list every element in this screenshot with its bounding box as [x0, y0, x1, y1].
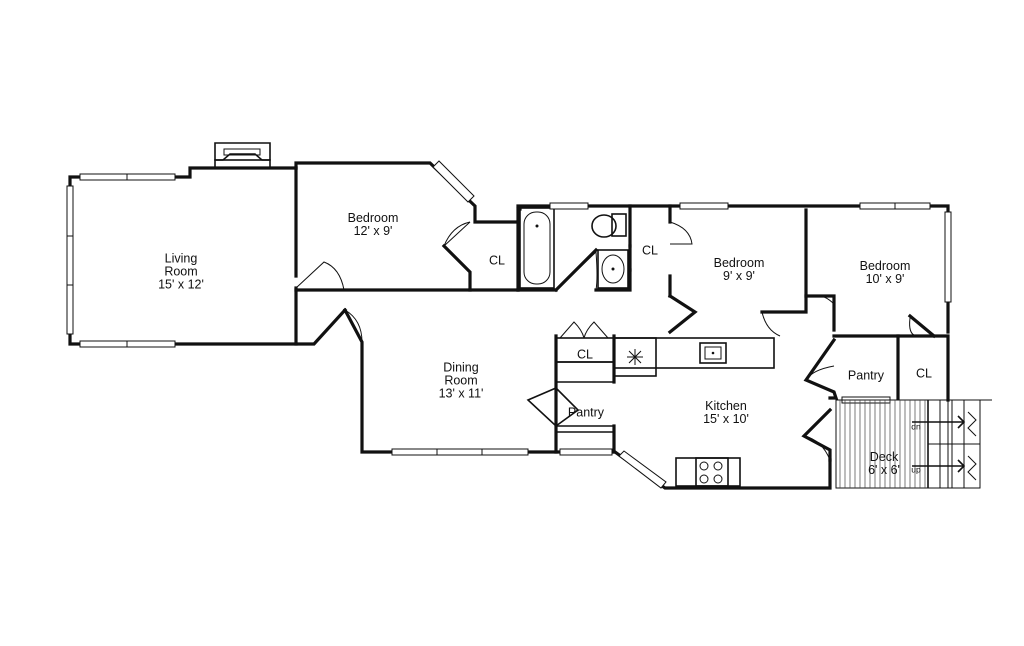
living-room-walls [68, 166, 348, 346]
closet-label-3: CL [577, 347, 593, 362]
bedroom-3-door-icon [807, 294, 835, 305]
bathroom-door-icon [555, 250, 598, 291]
room-size: 15' x 10' [703, 412, 749, 426]
bedroom-3-closet-door-icon [909, 317, 917, 337]
kitchen-pantry-cabinets [526, 321, 615, 433]
bedroom-1-door-icon [295, 261, 345, 291]
stairs-up-label: up [911, 464, 921, 475]
closet-label-4: CL [916, 366, 932, 381]
toilet-icon [591, 213, 627, 238]
room-label-bedroom-2: Bedroom 9' x 9' [714, 257, 765, 283]
closet-door-icon [443, 221, 471, 247]
room-label-deck: Deck 6' x 6' [868, 451, 900, 477]
bedroom-1-window [432, 160, 475, 203]
bedroom-3-windows [859, 202, 952, 303]
room-name: Bedroom [713, 256, 765, 270]
room-label-living-room: Living Room 15' x 12' [158, 251, 204, 292]
stairs-icon [912, 399, 992, 489]
room-size: 15' x 12' [158, 277, 204, 292]
room-label-bedroom-1: Bedroom 12' x 9' [348, 212, 399, 238]
bathroom-window [549, 202, 589, 210]
room-size: 6' x 6' [868, 463, 900, 477]
bedroom-2-closet-door-icon [669, 221, 693, 245]
room-size: 13' x 11' [438, 386, 484, 401]
bedroom-1-walls [294, 161, 522, 292]
room-name: Deck [869, 450, 899, 464]
snowflake-icon [627, 349, 643, 365]
sink-icon [597, 249, 629, 289]
stairs-down-label: dn [911, 421, 921, 432]
room-label-kitchen: Kitchen 15' x 10' [703, 400, 749, 426]
room-name: Kitchen [705, 399, 747, 413]
room-name: Bedroom [347, 211, 399, 225]
dining-room-windows [391, 448, 667, 489]
bedroom-2-door-icon [761, 311, 781, 337]
bedroom-3-walls [804, 294, 950, 402]
dining-room-door-icon [344, 309, 363, 343]
room-name: Dining Room [443, 360, 479, 388]
room-name: Bedroom [859, 259, 911, 273]
stove-icon [675, 457, 741, 487]
room-name: Living Room [164, 251, 198, 279]
closet-label-1: CL [489, 253, 505, 268]
room-size: 12' x 9' [353, 224, 393, 238]
deck-door-icon [803, 435, 831, 461]
dining-room-walls [342, 307, 832, 490]
bedroom-2-window [679, 202, 729, 210]
living-room-windows [66, 173, 176, 348]
pantry-label-2: Pantry [847, 368, 885, 383]
fireplace-icon [214, 142, 271, 169]
room-label-bedroom-3: Bedroom 10' x 9' [860, 260, 911, 286]
room-size: 10' x 9' [865, 272, 905, 286]
pantry-label-1: Pantry [567, 405, 605, 420]
pantry-door-icon [805, 365, 835, 381]
closet-door-swing-icon [443, 221, 471, 247]
room-size: 9' x 9' [723, 269, 755, 283]
room-label-dining-room: Dining Room 13' x 11' [438, 360, 484, 401]
kitchen-walls [612, 334, 839, 462]
closet-label-2: CL [642, 243, 658, 258]
bathtub-icon [519, 207, 555, 289]
